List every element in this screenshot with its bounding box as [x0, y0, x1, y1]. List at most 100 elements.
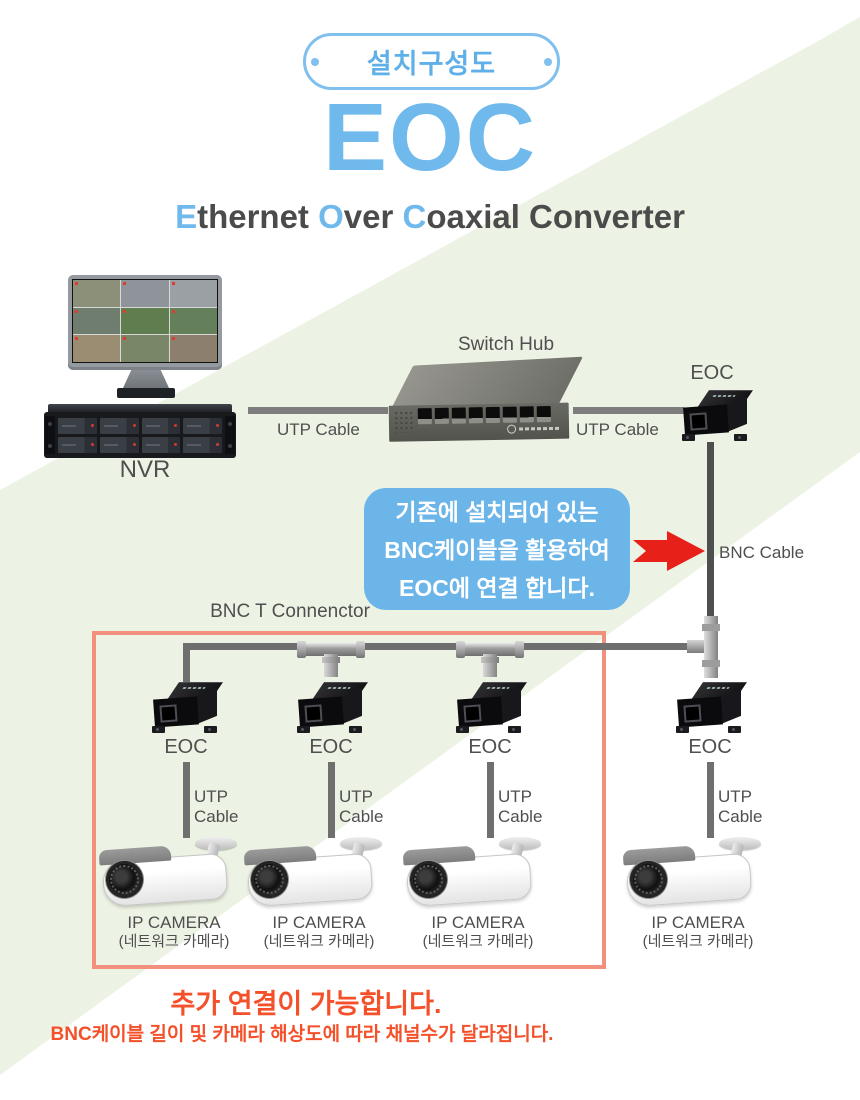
drive-bay	[183, 437, 222, 453]
ethernet-port-row	[417, 405, 551, 425]
mount-flange	[349, 726, 362, 733]
camera-feed-tile	[121, 280, 169, 307]
utp-cable-line	[328, 762, 335, 838]
ethernet-port	[417, 408, 432, 425]
t-connector-stub	[481, 654, 499, 677]
drive-bay-grid	[58, 418, 222, 453]
utp-cable-line	[487, 762, 494, 838]
mount-flange	[152, 726, 165, 733]
ip-camera-label: IP CAMERA	[431, 913, 525, 932]
rj45-port	[689, 412, 708, 431]
camera-feed-tile	[121, 335, 169, 362]
monitor-stand-neck	[123, 370, 169, 388]
server-top-face	[48, 404, 232, 414]
switch-hub-device	[386, 356, 583, 451]
drive-bay	[141, 437, 181, 453]
ip-camera-label: IP CAMERA	[127, 913, 221, 932]
badge-label: 설치구성도	[366, 49, 497, 79]
bnc-t-connector-label: BNC T Connenctor	[210, 601, 370, 622]
ip-camera	[98, 837, 239, 911]
eoc-top-label: EOC	[690, 362, 734, 384]
subtitle-accent-e: E	[175, 198, 198, 235]
red-arrow-icon	[633, 531, 705, 571]
camera-feed-tile	[73, 335, 121, 362]
page-subtitle: Ethernet Over Coaxial Converter	[0, 198, 860, 236]
page-title: EOC	[322, 84, 538, 191]
mount-flange	[456, 726, 469, 733]
nvr-monitor	[60, 268, 230, 414]
ethernet-port	[451, 407, 466, 424]
camera-feed-tile	[169, 280, 217, 307]
camera-feed-tile	[169, 307, 217, 335]
utp-cable-label-1: UTP Cable	[277, 420, 360, 439]
mount-flange	[676, 726, 689, 733]
drive-bay	[99, 437, 139, 453]
mount-flange	[682, 434, 695, 441]
mount-flange	[204, 726, 217, 733]
camera-feed-tile	[121, 307, 169, 335]
rj45-port	[463, 704, 482, 723]
ip-camera-label: IP CAMERA	[272, 913, 366, 932]
rack-ear-right	[225, 416, 235, 454]
monitor-bezel	[68, 275, 222, 370]
nvr-label: NVR	[119, 456, 171, 483]
monitor-stand-base	[117, 388, 175, 398]
rack-ear-left	[45, 416, 55, 454]
ethernet-port	[468, 407, 483, 424]
camera-feed-tile	[73, 280, 121, 307]
bnc-t-connector	[456, 633, 524, 679]
eoc-device	[456, 680, 528, 734]
utp-cable-line	[707, 762, 714, 838]
utp-cable-line	[183, 762, 190, 838]
utp-cable-label: UTP Cable	[718, 787, 763, 826]
t-connector-barrel	[702, 616, 720, 678]
ethernet-port	[485, 406, 500, 424]
subtitle-accent-o: O	[318, 198, 344, 235]
t-connector-stub	[322, 654, 340, 677]
title-badge: 설치구성도	[303, 33, 560, 90]
cctv-grid	[73, 280, 217, 362]
ip-camera-sublabel: (네트워크 카메라)	[642, 933, 754, 950]
monitor-screen	[72, 279, 218, 363]
badge-dot-right-icon	[544, 57, 552, 66]
callout-bubble: 기존에 설치되어 있는 BNC케이블을 활용하여 EOC에 연결 합니다.	[364, 488, 630, 610]
subtitle-accent-c: C	[402, 198, 427, 235]
ip-camera-label: IP CAMERA	[651, 913, 745, 932]
bnc-cable-label: BNC Cable	[719, 543, 805, 562]
mount-flange	[728, 726, 741, 733]
footer-note: BNC케이블 길이 및 카메라 해상도에 따라 채널수가 달라집니다.	[50, 1024, 554, 1045]
eoc-device	[297, 680, 369, 734]
rj45-port	[159, 704, 178, 723]
vent-holes	[393, 410, 415, 433]
eoc-label: EOC	[164, 736, 208, 758]
eoc-label: EOC	[468, 736, 512, 758]
switch-logo	[507, 425, 559, 433]
eoc-device-top	[682, 388, 754, 442]
eoc-device	[676, 680, 748, 734]
subtitle-text: thernet	[197, 198, 319, 235]
camera-feed-tile	[73, 307, 121, 335]
drive-bay	[58, 418, 97, 434]
subtitle-text: ver	[343, 198, 403, 235]
drive-bay	[141, 418, 181, 434]
ip-camera	[402, 837, 543, 911]
mount-flange	[734, 434, 747, 441]
ip-camera-sublabel: (네트워크 카메라)	[422, 933, 534, 950]
drive-bay	[58, 437, 97, 453]
ethernet-port	[502, 406, 517, 423]
badge-dot-left-icon	[311, 57, 319, 66]
expansion-highlight-box	[92, 631, 606, 969]
t-connector-barrel	[297, 641, 365, 658]
nvr-server	[44, 404, 236, 458]
callout-line-2: BNC케이블을 활용하여	[384, 537, 610, 563]
bnc-cable-line	[707, 442, 714, 622]
ethernet-port	[434, 407, 449, 425]
ethernet-port	[536, 405, 551, 423]
utp-cable-label-2: UTP Cable	[576, 420, 659, 439]
bnc-bus-drop-1	[183, 643, 190, 685]
eoc-label: EOC	[309, 736, 353, 758]
switch-front-face	[388, 402, 570, 442]
eoc-device	[152, 680, 224, 734]
t-connector-barrel	[456, 641, 524, 658]
